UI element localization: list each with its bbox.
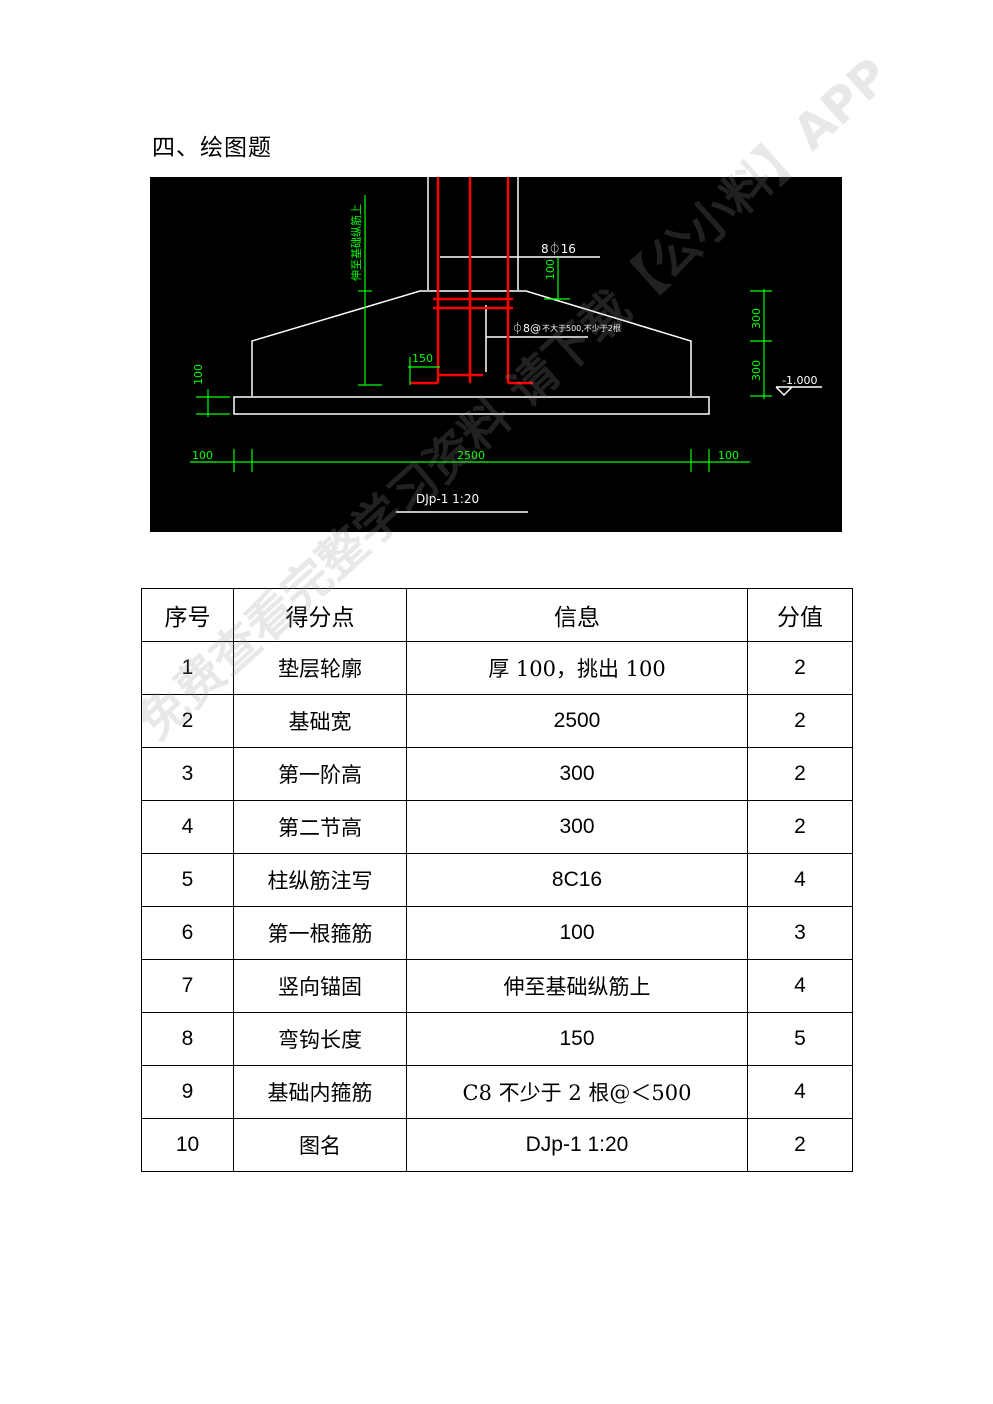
dim-100-right: 100 <box>718 449 739 462</box>
dim-100-first: 100 <box>544 259 557 280</box>
cell-score-point: 弯钩长度 <box>233 1012 407 1066</box>
header-index: 序号 <box>141 588 234 642</box>
table-header-row: 序号 得分点 信息 分值 <box>141 588 853 642</box>
header-score-value: 分值 <box>747 588 853 642</box>
cell-index: 6 <box>141 906 234 960</box>
dim-300-upper: 300 <box>750 308 763 329</box>
cell-info: DJp-1 1:20 <box>406 1118 748 1172</box>
rebar-label: 8⏀16 <box>541 241 576 256</box>
table-row: 8 弯钩长度 150 5 <box>141 1012 853 1066</box>
cell-index: 3 <box>141 747 234 801</box>
stirrup-label-symbol: ⏀8@ <box>512 321 541 335</box>
cell-index: 10 <box>141 1118 234 1172</box>
cell-index: 9 <box>141 1065 234 1119</box>
cell-score-value: 5 <box>747 1012 853 1066</box>
table-row: 9 基础内箍筋 C8 不少于 2 根@＜500 4 <box>141 1065 853 1119</box>
cell-score-value: 2 <box>747 800 853 854</box>
drawing-name: DJp-1 1:20 <box>416 492 479 506</box>
elevation-triangle <box>775 386 793 397</box>
cell-score-value: 2 <box>747 747 853 801</box>
score-table: 序号 得分点 信息 分值 1 垫层轮廓 厚 100，挑出 100 2 2 基础宽… <box>141 588 853 1172</box>
cell-score-value: 2 <box>747 1118 853 1172</box>
section-heading: 四、绘图题 <box>152 135 272 161</box>
dim-100-pad: 100 <box>192 364 205 385</box>
cell-score-value: 2 <box>747 694 853 748</box>
anchor-note: 伸至基础纵筋上 <box>349 204 363 281</box>
cell-score-point: 基础宽 <box>233 694 407 748</box>
table-row: 10 图名 DJp-1 1:20 2 <box>141 1118 853 1172</box>
cell-score-point: 图名 <box>233 1118 407 1172</box>
cell-score-value: 4 <box>747 853 853 907</box>
cell-score-value: 3 <box>747 906 853 960</box>
cell-score-point: 基础内箍筋 <box>233 1065 407 1119</box>
cell-info: 8C16 <box>406 853 748 907</box>
cell-score-value: 4 <box>747 959 853 1013</box>
cell-score-point: 第二节高 <box>233 800 407 854</box>
cell-info: 150 <box>406 1012 748 1066</box>
cell-score-value: 4 <box>747 1065 853 1119</box>
cell-score-point: 第一根箍筋 <box>233 906 407 960</box>
cell-score-point: 垫层轮廓 <box>233 641 407 695</box>
table-row: 3 第一阶高 300 2 <box>141 747 853 801</box>
cell-info: 100 <box>406 906 748 960</box>
table-row: 4 第二节高 300 2 <box>141 800 853 854</box>
cell-index: 8 <box>141 1012 234 1066</box>
cell-score-point: 柱纵筋注写 <box>233 853 407 907</box>
elevation-label: -1.000 <box>782 374 817 387</box>
cell-info: 厚 100，挑出 100 <box>406 641 748 695</box>
table-row: 7 竖向锚固 伸至基础纵筋上 4 <box>141 959 853 1013</box>
foundation-detail-svg: 8⏀16 ⏀8@ 不大于500,不少于2根 伸至基础纵筋上 100 150 10… <box>190 177 822 513</box>
table-row: 2 基础宽 2500 2 <box>141 694 853 748</box>
cell-info: 300 <box>406 747 748 801</box>
footing-outline <box>251 290 692 396</box>
cell-info: C8 不少于 2 根@＜500 <box>406 1065 748 1119</box>
table-row: 1 垫层轮廓 厚 100，挑出 100 2 <box>141 641 853 695</box>
cell-index: 5 <box>141 853 234 907</box>
dim-300-lower: 300 <box>750 360 763 381</box>
table-row: 6 第一根箍筋 100 3 <box>141 906 853 960</box>
cell-info: 2500 <box>406 694 748 748</box>
dim-100-left: 100 <box>192 449 213 462</box>
cell-index: 7 <box>141 959 234 1013</box>
cell-score-value: 2 <box>747 641 853 695</box>
dim-2500: 2500 <box>457 449 485 462</box>
header-score-point: 得分点 <box>233 588 407 642</box>
header-info: 信息 <box>406 588 748 642</box>
cell-info: 伸至基础纵筋上 <box>406 959 748 1013</box>
cell-score-point: 第一阶高 <box>233 747 407 801</box>
table-row: 5 柱纵筋注写 8C16 4 <box>141 853 853 907</box>
cell-index: 2 <box>141 694 234 748</box>
cell-index: 4 <box>141 800 234 854</box>
stirrup-label-note: 不大于500,不少于2根 <box>542 323 621 333</box>
cad-drawing: 8⏀16 ⏀8@ 不大于500,不少于2根 伸至基础纵筋上 100 150 10… <box>150 177 842 532</box>
cushion-pad <box>233 396 710 415</box>
cell-score-point: 竖向锚固 <box>233 959 407 1013</box>
cell-info: 300 <box>406 800 748 854</box>
cell-index: 1 <box>141 641 234 695</box>
dim-150: 150 <box>412 352 433 365</box>
